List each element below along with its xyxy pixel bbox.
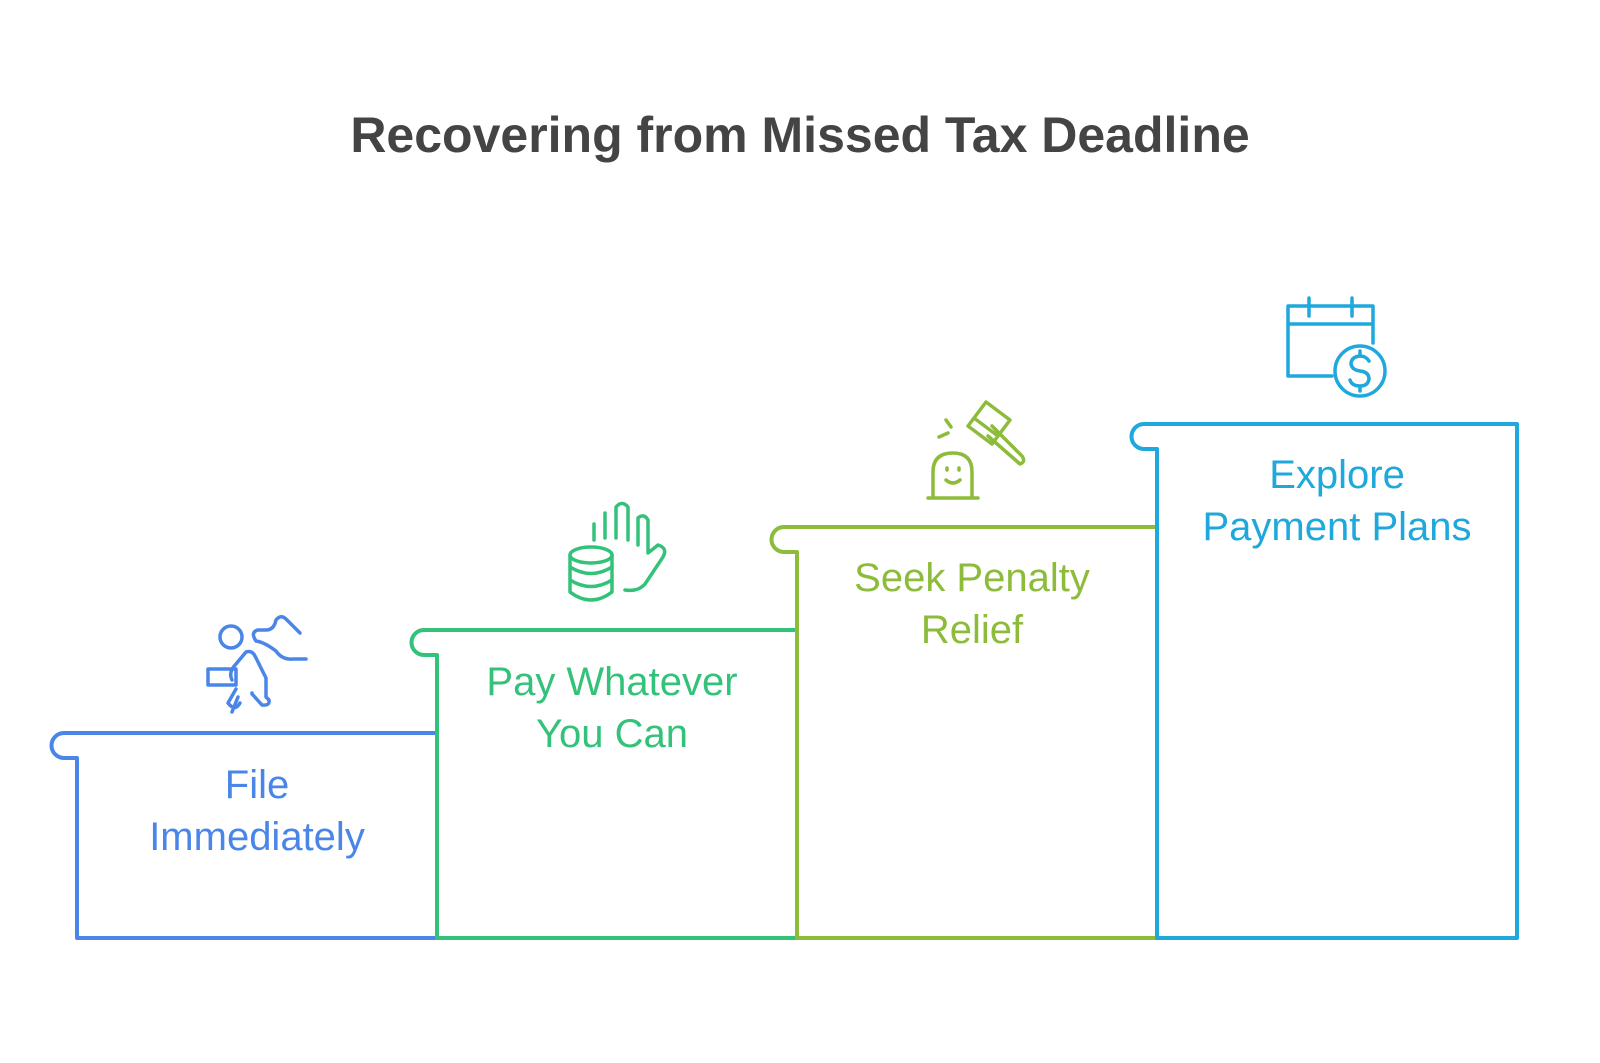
step-3-label-line-1: Seek Penalty xyxy=(854,556,1090,600)
step-3-outline xyxy=(769,525,1159,940)
step-4-label: Explore Payment Plans xyxy=(1157,449,1517,553)
step-2-outline xyxy=(409,628,799,940)
hand-with-coins-icon xyxy=(568,501,667,602)
step-2-label: Pay Whatever You Can xyxy=(432,656,792,760)
step-3-label: Seek Penalty Relief xyxy=(792,552,1152,656)
step-1-label-line-2: Immediately xyxy=(149,815,365,859)
step-3-label-line-2: Relief xyxy=(920,608,1024,652)
step-4-outline xyxy=(1129,422,1519,940)
step-2-label-line-1: Pay Whatever xyxy=(486,660,738,704)
step-1-label: File Immediately xyxy=(77,759,437,863)
step-1-label-line-1: File xyxy=(224,763,290,807)
calendar-dollar-icon xyxy=(1286,296,1387,398)
gavel-icon xyxy=(926,400,1026,500)
step-4-label-line-1: Explore xyxy=(1269,453,1405,497)
step-2-label-line-2: You Can xyxy=(536,712,688,756)
step-4-label-line-2: Payment Plans xyxy=(1202,505,1472,549)
step-1-outline xyxy=(49,731,439,940)
running-person-with-document-icon xyxy=(206,615,308,714)
diagram-title: Recovering from Missed Tax Deadline xyxy=(350,107,1250,163)
